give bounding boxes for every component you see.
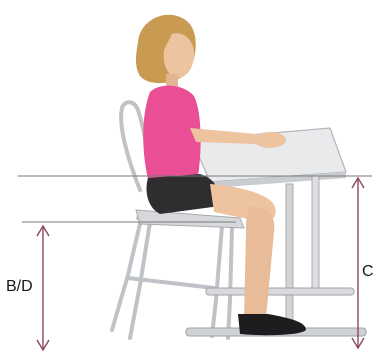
shoe	[238, 314, 306, 335]
desk-foot-back	[206, 288, 354, 295]
chair-back-leg	[112, 215, 142, 330]
seat-height-label: B/D	[6, 278, 33, 295]
shin	[244, 206, 274, 318]
desk-leg-back	[312, 176, 319, 294]
chair-front-leg-2	[212, 226, 222, 336]
desk-leg-front	[286, 184, 293, 334]
chair-front-leg	[228, 228, 232, 338]
forearm	[190, 128, 256, 144]
seat-height-arrow	[37, 226, 49, 350]
desk-height-label: C	[362, 263, 374, 280]
desk	[186, 128, 366, 336]
shorts	[147, 174, 221, 214]
hands	[254, 132, 286, 148]
